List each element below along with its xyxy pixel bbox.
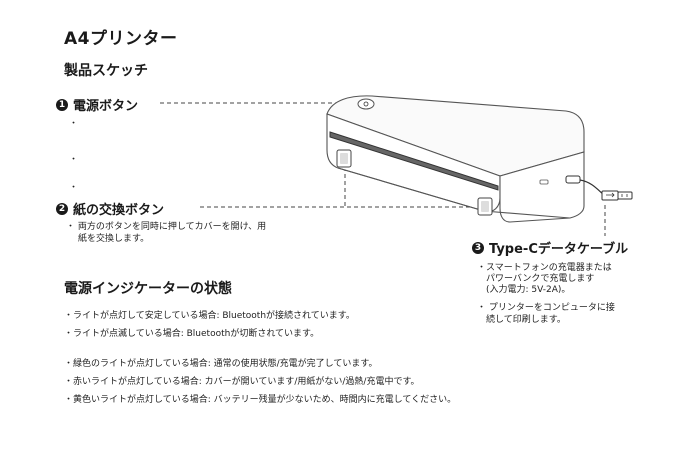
callout-number-1: 1 [56,98,68,111]
power-button-shape [357,98,375,110]
callout-paper-label: 2 紙の交換ボタン [56,199,164,218]
page-title: A4プリンター [64,29,178,49]
callout-number-3: 3 [472,241,484,254]
paper-note-line-1: ・ 両方のボタンを同時に押してカバーを開け、用 [66,222,267,232]
printer-lid [326,95,585,177]
status-title: 電源インジケーターの状態 [64,281,232,297]
paper-button-left-shape [336,149,352,168]
status-line-1: ・ライトが点灯して安定している場合: Bluetoothが接続されています。 [64,311,355,321]
cable-note-2-line-1: ・ プリンターをコンピュータに接 [477,303,615,313]
cable-note-1-line-3: (入力電力: 5V-2A)。 [486,285,571,295]
status-line-3: ・緑色のライトが点灯している場合: 通常の使用状態/充電が完了しています。 [64,359,378,369]
usb-icon [606,192,615,198]
callout-number-2: 2 [56,202,68,215]
status-line-5: ・黄色いライトが点灯している場合: バッテリー残量が少ないため、時間内に充電して… [64,395,457,405]
power-bullet-3: ・ [69,183,79,193]
callout-power-label: 1 電源ボタン [56,95,138,114]
type-c-plug [565,175,581,184]
status-line-2: ・ライトが点滅している場合: Bluetoothが切断されています。 [64,329,320,339]
callout-cable-label: 3 Type-Cデータケーブル [472,238,628,257]
cable-note-2-line-2: 続して印刷します。 [486,315,566,325]
power-bullet-1: ・ [69,119,79,129]
status-line-4: ・赤いライトが点灯している場合: カバーが開いています/用紙がない/過熱/充電中… [64,377,420,387]
cable-label: Type-Cデータケーブル [489,242,629,257]
paper-slot [329,131,499,191]
indicator-light [539,179,549,185]
type-c-cable [565,175,633,201]
cable-note-1-line-1: ・スマートフォンの充電器または [477,263,612,273]
power-bullet-2: ・ [69,155,79,165]
paper-button-right-shape [477,197,493,216]
page-subtitle: 製品スケッチ [64,63,148,79]
usb-plug [601,190,619,201]
cable-note-1-line-2: パワーバンクで充電します [486,274,595,284]
paper-button-label: 紙の交換ボタン [73,203,165,218]
printer-body [326,95,585,223]
paper-note-line-2: 紙を交換します。 [78,234,150,244]
power-button-label: 電源ボタン [73,99,139,114]
